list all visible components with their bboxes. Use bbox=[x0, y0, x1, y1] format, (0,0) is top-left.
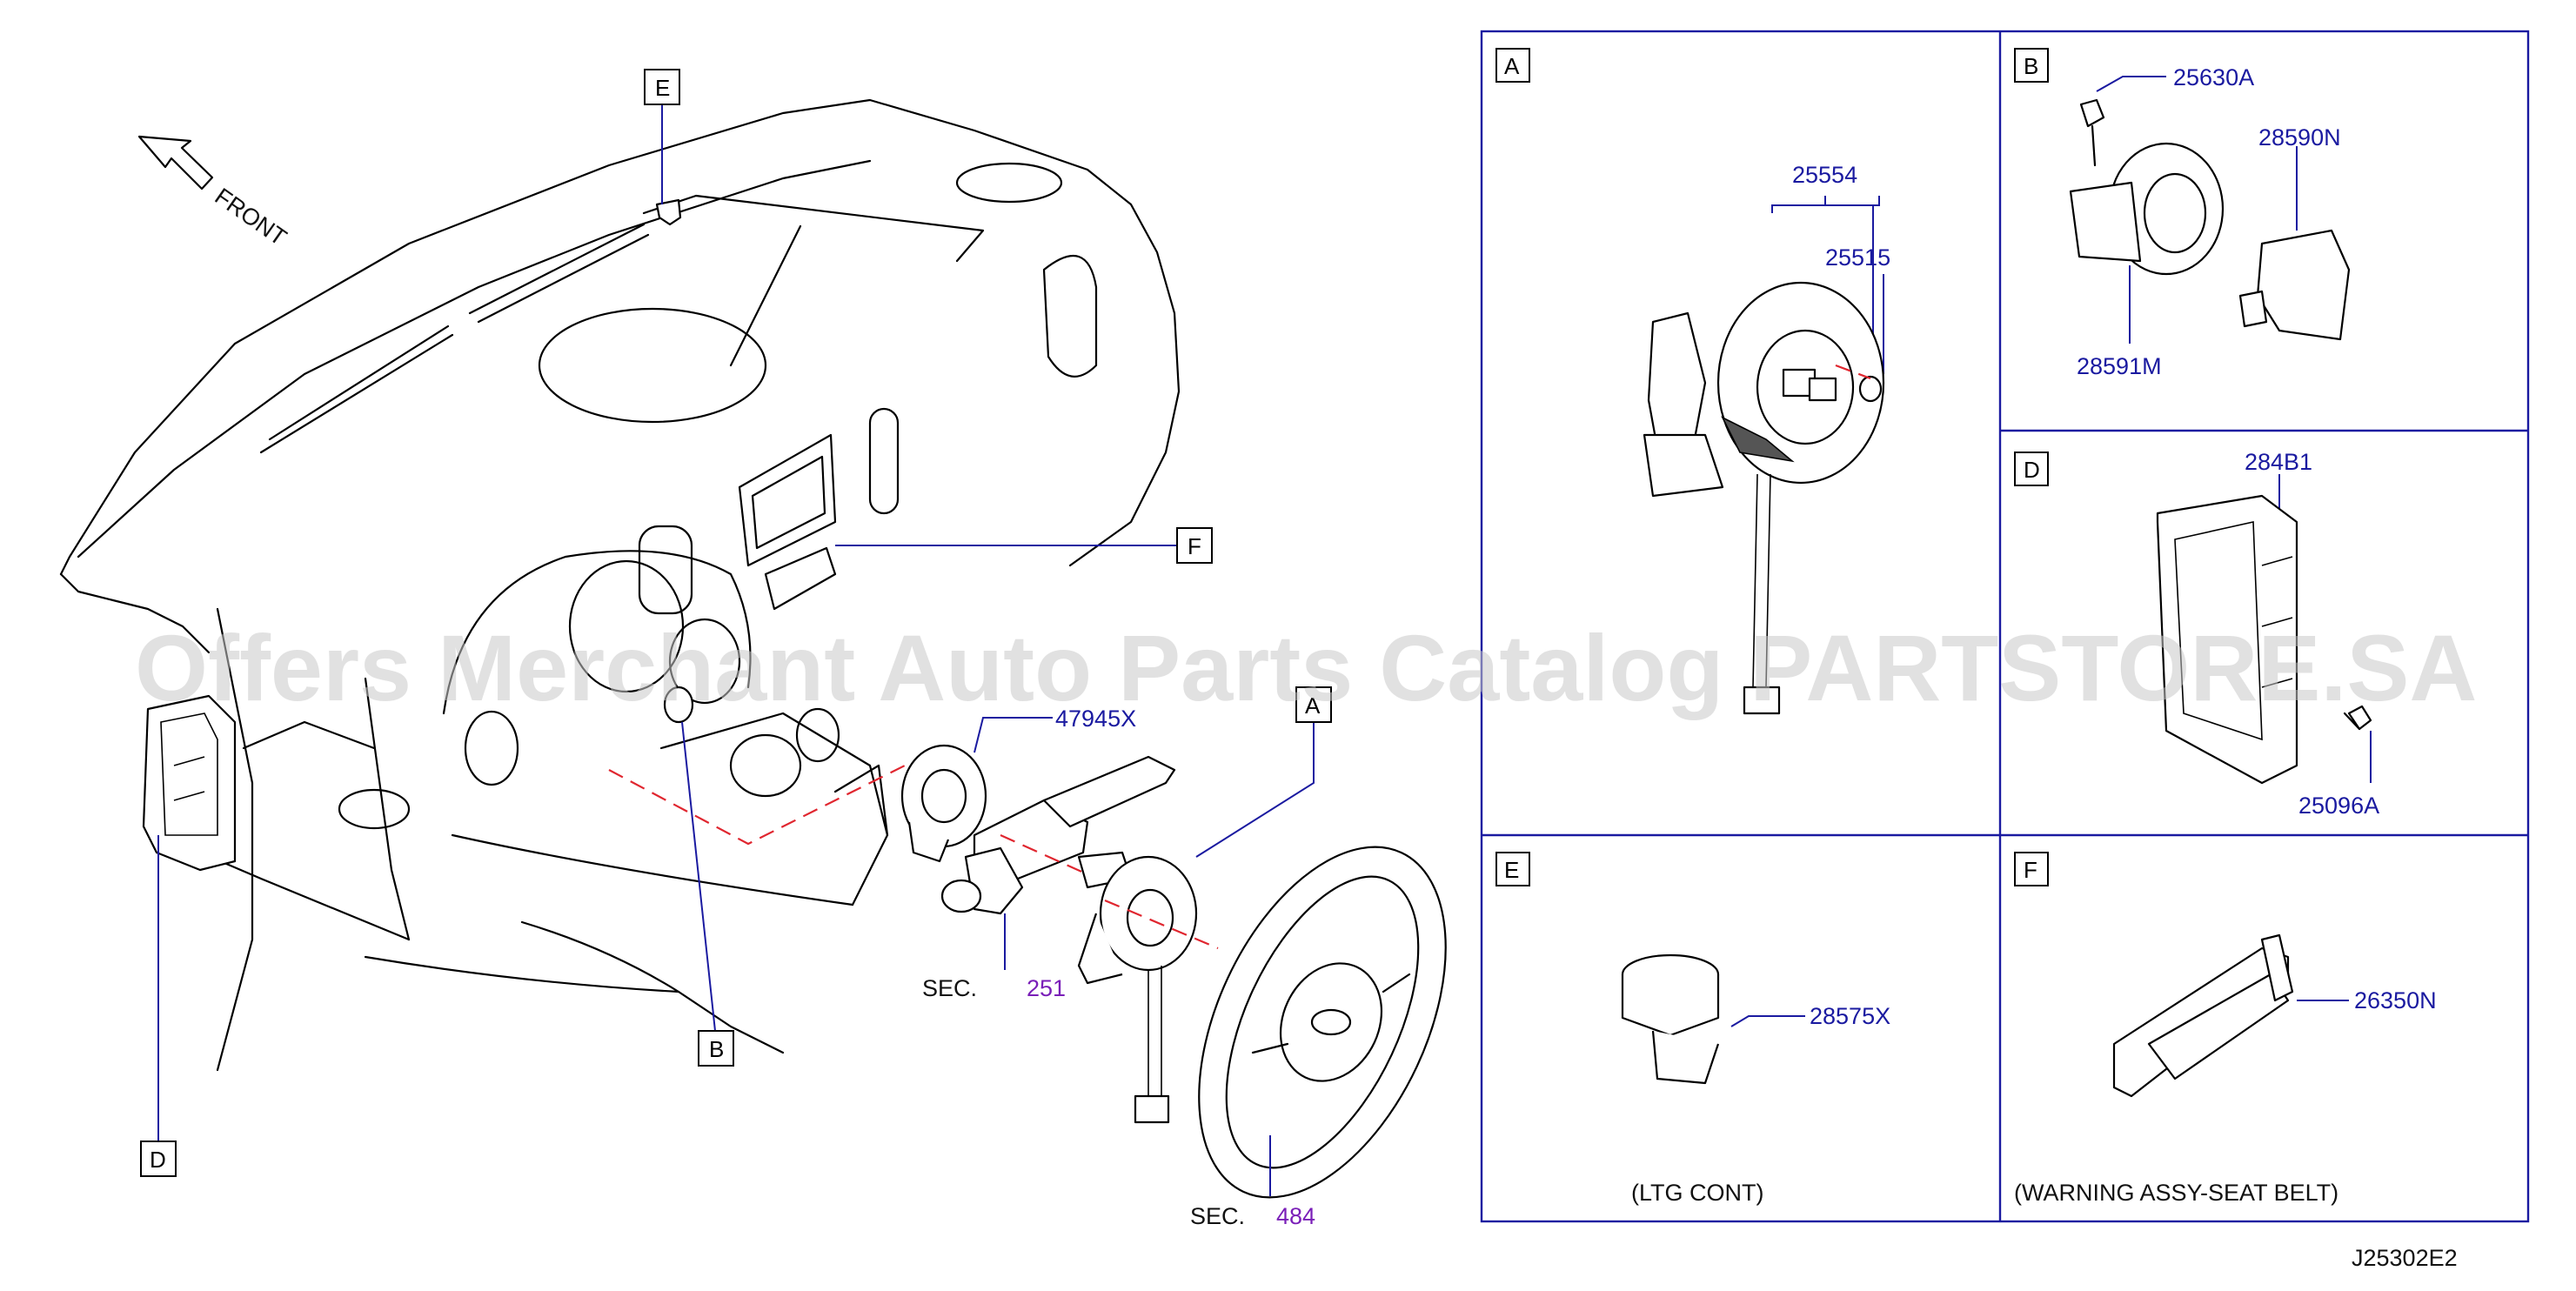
combination-switch-drawing bbox=[900, 744, 1198, 1124]
part-47945x: 47945X bbox=[1055, 706, 1136, 732]
svg-text:F: F bbox=[2024, 857, 2037, 883]
part-26350n: 26350N bbox=[2354, 987, 2437, 1013]
part-25630a: 25630A bbox=[2173, 64, 2254, 90]
panel-d: D 284B1 25096A bbox=[2014, 449, 2379, 819]
steering-wheel-drawing bbox=[1198, 846, 1447, 1199]
panel-b: B 25630A 28591M 28590N bbox=[2014, 48, 2351, 379]
callout-e bbox=[644, 69, 680, 105]
part-28575x: 28575X bbox=[1810, 1003, 1890, 1029]
panel-f-caption: (WARNING ASSY-SEAT BELT) bbox=[2014, 1180, 2338, 1206]
callout-a bbox=[1295, 686, 1332, 723]
svg-text:B: B bbox=[2024, 53, 2038, 79]
panel-f: F 26350N (WARNING ASSY-SEAT BELT) bbox=[2014, 852, 2437, 1206]
watermark-text: Offers Merchant Auto Parts Catalog PARTS… bbox=[135, 615, 2477, 720]
sec-251-prefix: SEC. bbox=[922, 975, 977, 1001]
part-28591m: 28591M bbox=[2077, 353, 2162, 379]
panel-a: A 25554 25515 bbox=[1495, 48, 1890, 715]
callout-e-label: E bbox=[655, 75, 670, 101]
part-25554: 25554 bbox=[1792, 162, 1857, 188]
part-25096a: 25096A bbox=[2298, 793, 2379, 819]
dashed-axis bbox=[608, 765, 1219, 950]
callout-f-label: F bbox=[1188, 533, 1201, 559]
panel-e-caption: (LTG CONT) bbox=[1631, 1180, 1763, 1206]
detail-panels-frame bbox=[1480, 30, 2530, 1223]
svg-text:A: A bbox=[1504, 53, 1520, 79]
part-25515: 25515 bbox=[1825, 244, 1890, 271]
svg-text:E: E bbox=[1504, 857, 1519, 883]
sec-251-number: 251 bbox=[1027, 975, 1066, 1001]
callout-d-label: D bbox=[150, 1147, 166, 1173]
callout-b bbox=[698, 1030, 734, 1067]
part-284b1: 284B1 bbox=[2245, 449, 2312, 475]
callout-a-label: A bbox=[1305, 692, 1321, 719]
part-28590n: 28590N bbox=[2258, 124, 2341, 151]
callout-f bbox=[1176, 527, 1213, 564]
sec-484-number: 484 bbox=[1276, 1203, 1315, 1229]
instrument-panel-drawing bbox=[59, 98, 1181, 1072]
drawing-id: J25302E2 bbox=[2352, 1245, 2458, 1271]
svg-text:D: D bbox=[2024, 457, 2040, 483]
sec-484-prefix: SEC. bbox=[1190, 1203, 1245, 1229]
panel-e: E 28575X (LTG CONT) bbox=[1495, 852, 1890, 1206]
callout-d bbox=[140, 1140, 177, 1177]
callout-b-label: B bbox=[709, 1036, 724, 1062]
front-label: FRONT bbox=[211, 183, 291, 251]
front-arrow-icon bbox=[137, 135, 214, 191]
